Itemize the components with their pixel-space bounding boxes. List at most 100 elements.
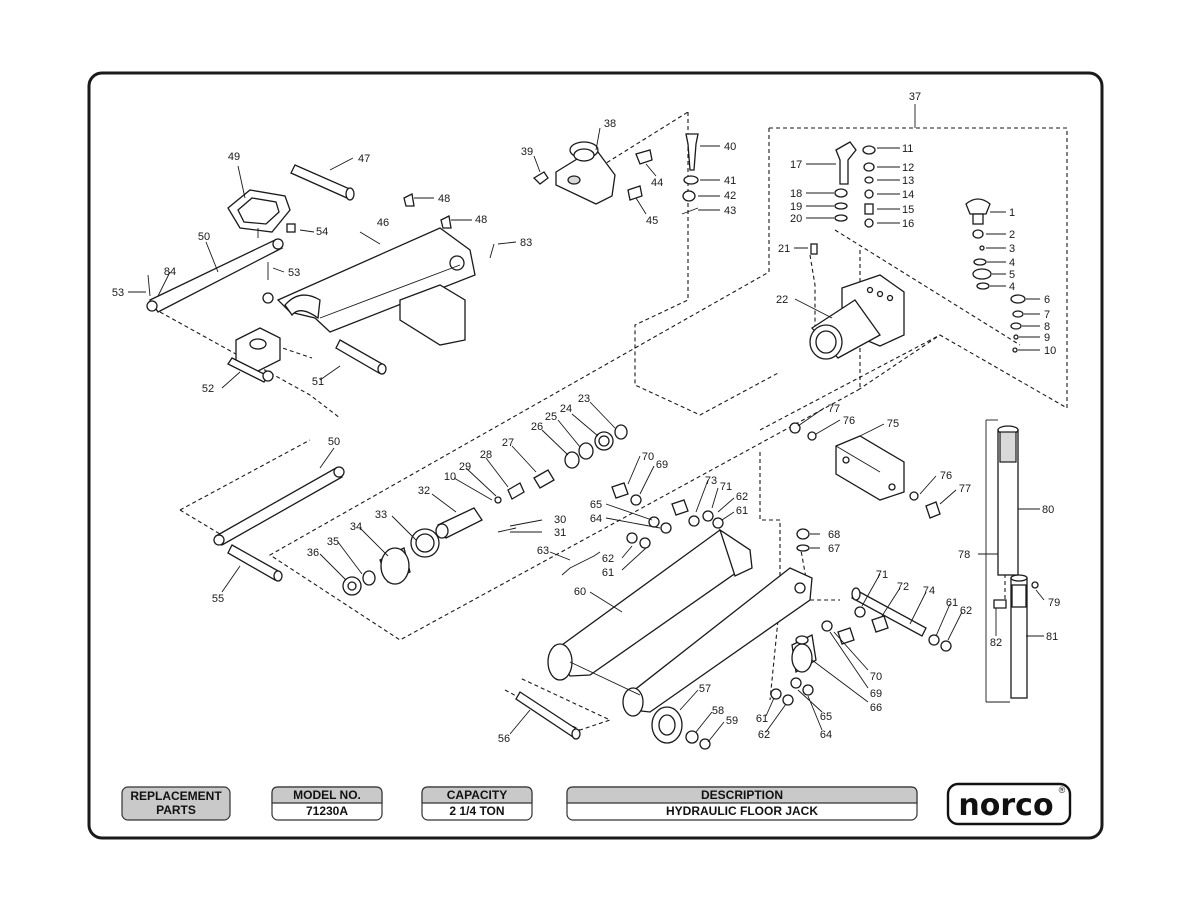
- callout-label: 17: [790, 159, 802, 171]
- title-block: REPLACEMENT PARTS MODEL NO. 71230A CAPAC…: [121, 782, 1072, 826]
- callout-label: 13: [902, 175, 914, 187]
- callout-label: 31: [554, 527, 566, 539]
- callout-label: 65: [820, 711, 832, 723]
- callout-label: 33: [375, 509, 387, 521]
- callout-label: 15: [902, 204, 914, 216]
- part-drawings: [146, 133, 1039, 750]
- callout-label: 76: [843, 415, 855, 427]
- callout-label: 32: [418, 485, 430, 497]
- capacity-label: CAPACITY: [447, 788, 507, 802]
- callout-label: 51: [312, 376, 324, 388]
- callout-label: 22: [776, 294, 788, 306]
- callout-label: 42: [724, 190, 736, 202]
- callout-label: 19: [790, 201, 802, 213]
- callout-label: 64: [590, 513, 602, 525]
- callout-label: 84: [164, 266, 176, 278]
- reservoir-cylinder: [809, 274, 905, 360]
- capacity-value: 2 1/4 TON: [449, 804, 504, 818]
- callout-label: 34: [350, 521, 362, 533]
- callout-label: 2: [1009, 229, 1015, 241]
- callout-label: 62: [736, 491, 748, 503]
- callout-label: 54: [316, 226, 328, 238]
- sheet-border: [87, 71, 1104, 840]
- callout-label: 65: [590, 499, 602, 511]
- callout-label: 4: [1009, 257, 1015, 269]
- callout-label: 78: [958, 549, 970, 561]
- replacement-parts-line2: PARTS: [156, 803, 196, 817]
- model-value: 71230A: [306, 804, 348, 818]
- callout-label: 70: [870, 671, 882, 683]
- callout-label: 49: [228, 151, 240, 163]
- capacity-box: CAPACITY 2 1/4 TON: [421, 786, 533, 821]
- callout-label: 69: [656, 459, 668, 471]
- callout-label: 20: [790, 213, 802, 225]
- callout-label: 61: [756, 713, 768, 725]
- callout-label: 46: [377, 217, 389, 229]
- description-label: DESCRIPTION: [701, 788, 783, 802]
- pump-bracket: [555, 141, 616, 205]
- callout-label: 62: [758, 729, 770, 741]
- leader-lines: [128, 104, 1045, 743]
- callout-label: 77: [828, 403, 840, 415]
- pin-47: [290, 164, 355, 201]
- callout-label: 72: [897, 581, 909, 593]
- callout-label: 76: [940, 470, 952, 482]
- callout-label: 7: [1044, 309, 1050, 321]
- callout-label: 58: [712, 705, 724, 717]
- replacement-parts-line1: REPLACEMENT: [130, 789, 222, 803]
- callout-label: 18: [790, 188, 802, 200]
- callout-label: 26: [531, 421, 543, 433]
- callout-label: 50: [328, 436, 340, 448]
- callout-label: 14: [902, 189, 914, 201]
- callout-label: 50: [198, 231, 210, 243]
- callout-label: 3: [1009, 243, 1015, 255]
- callout-label: 5: [1009, 269, 1015, 281]
- callout-label: 36: [307, 547, 319, 559]
- caster-wheel: [791, 634, 817, 674]
- callout-label: 62: [602, 553, 614, 565]
- callout-label: 21: [778, 243, 790, 255]
- callout-label: 70: [642, 451, 654, 463]
- callout-label: 75: [887, 418, 899, 430]
- pin-55: [227, 544, 283, 582]
- callout-label: 25: [545, 411, 557, 423]
- callout-label: 35: [327, 536, 339, 548]
- description-box: DESCRIPTION HYDRAULIC FLOOR JACK: [566, 786, 918, 821]
- callout-label: 47: [358, 153, 370, 165]
- callout-label: 71: [876, 569, 888, 581]
- callout-label: 41: [724, 175, 736, 187]
- saddle-block: [227, 327, 281, 383]
- callout-label: 10: [444, 471, 456, 483]
- callout-label: 29: [459, 461, 471, 473]
- callout-label: 80: [1042, 504, 1054, 516]
- callout-label: 16: [902, 218, 914, 230]
- callout-label: 59: [726, 715, 738, 727]
- callout-label: 4: [1009, 281, 1015, 293]
- misc-fasteners: [611, 422, 952, 706]
- callout-label: 24: [560, 403, 572, 415]
- link-bar-upper: [146, 238, 284, 313]
- callout-label: 83: [520, 237, 532, 249]
- norco-logo: norco ®: [946, 782, 1072, 826]
- callout-label: 61: [602, 567, 614, 579]
- callout-label: 53: [288, 267, 300, 279]
- callout-label: 23: [578, 393, 590, 405]
- callout-label: 10: [1044, 345, 1056, 357]
- callout-label: 67: [828, 543, 840, 555]
- callout-label: 45: [646, 215, 658, 227]
- callout-label: 79: [1048, 597, 1060, 609]
- registered-mark: ®: [1059, 785, 1066, 795]
- pin-51: [335, 339, 387, 375]
- release-valve-part: [835, 141, 857, 185]
- rear-axle: [851, 587, 927, 637]
- callout-label: 74: [923, 585, 935, 597]
- callout-label: 30: [554, 514, 566, 526]
- callout-label: 6: [1044, 294, 1050, 306]
- model-label: MODEL NO.: [293, 788, 361, 802]
- callout-label: 71: [720, 481, 732, 493]
- callout-label: 1: [1009, 207, 1015, 219]
- callout-label: 9: [1044, 332, 1050, 344]
- callout-label: 12: [902, 162, 914, 174]
- callout-label: 55: [212, 593, 224, 605]
- lift-arm: [276, 227, 476, 346]
